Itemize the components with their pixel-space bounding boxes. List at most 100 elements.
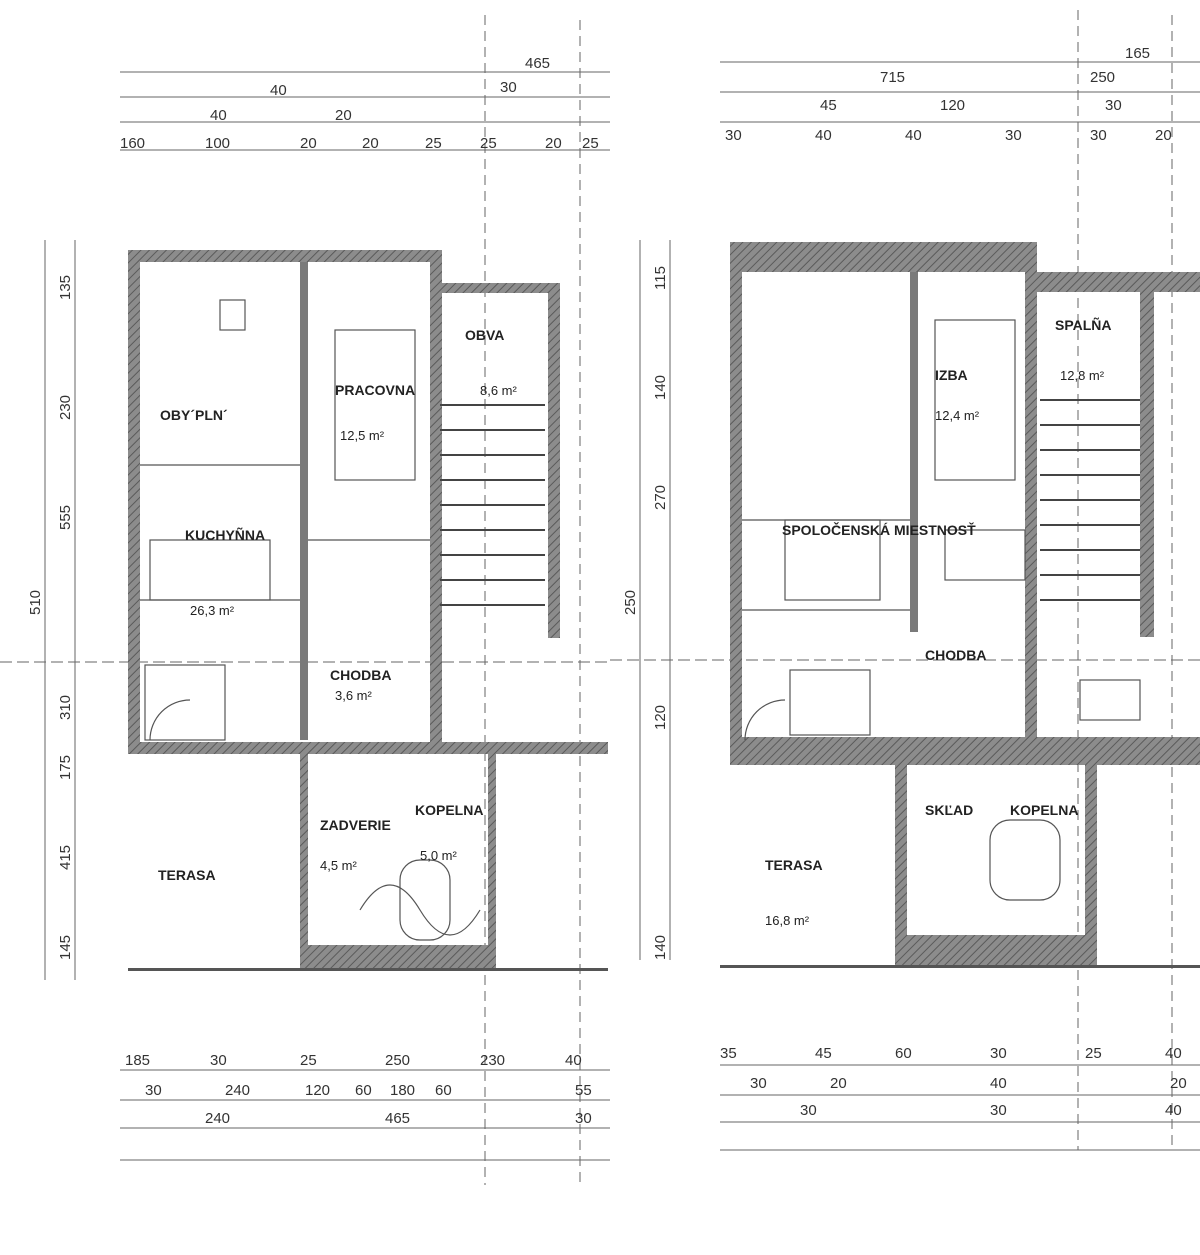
- room-name-chodba: CHODBA: [330, 667, 391, 683]
- left-interior-lines: [140, 299, 481, 941]
- left-side-dimension-lines: [44, 240, 76, 980]
- right-room-labels: IZBA 12,4 m² SPALÑA 12,8 m² SPOLOČENSKÁ …: [765, 316, 1112, 928]
- left-stairs: [440, 404, 545, 606]
- dim-label: 30: [725, 127, 742, 144]
- dim-label: 465: [385, 1110, 410, 1127]
- dim-label: 60: [435, 1082, 452, 1099]
- dim-label: 175: [57, 755, 74, 780]
- dim-label: 40: [815, 127, 832, 144]
- room-name-kopelna: KOPELNA: [415, 802, 483, 818]
- dim-label: 40: [1165, 1045, 1182, 1062]
- dim-label: 120: [305, 1082, 330, 1099]
- dim-label: 60: [895, 1045, 912, 1062]
- dim-label: 25: [480, 135, 497, 152]
- right-stairs: [1040, 399, 1140, 601]
- dim-label: 120: [652, 705, 669, 730]
- dim-label: 250: [1090, 69, 1115, 86]
- dim-label: 55: [575, 1082, 592, 1099]
- room-name-obva: OBVA: [465, 327, 504, 343]
- dim-label: 140: [652, 935, 669, 960]
- dim-label: 250: [385, 1052, 410, 1069]
- dim-label: 160: [120, 135, 145, 152]
- left-walls: [128, 250, 608, 971]
- dim-label: 180: [390, 1082, 415, 1099]
- dim-label: 30: [500, 79, 517, 96]
- right-top-dimension-lines: [610, 10, 1200, 1150]
- right-bottom-dimension-lines: [720, 1064, 1200, 1151]
- dim-label: 465: [525, 55, 550, 72]
- dim-label: 30: [145, 1082, 162, 1099]
- dim-label: 60: [355, 1082, 372, 1099]
- dim-label: 240: [205, 1110, 230, 1127]
- right-floor-plan: 715 250 165 45 120 30 30 40 40 30 30 20 …: [610, 10, 1200, 1151]
- room-name-kopelna: KOPELNA: [1010, 802, 1078, 818]
- dim-label: 715: [880, 69, 905, 86]
- room-name-zadverie: ZADVERIE: [320, 817, 391, 833]
- dim-label: 30: [575, 1110, 592, 1127]
- room-name-spalna: SPALÑA: [1055, 316, 1112, 333]
- dim-label: 185: [125, 1052, 150, 1069]
- dim-label: 25: [582, 135, 599, 152]
- dim-label: 45: [815, 1045, 832, 1062]
- left-top-dimensions: 465 40 30 40 20 160 100 20 20 25 25 20 2…: [120, 55, 599, 152]
- left-top-dimension-lines: [0, 15, 610, 1185]
- dim-label: 240: [225, 1082, 250, 1099]
- dim-label: 230: [57, 395, 74, 420]
- dim-label: 20: [830, 1075, 847, 1092]
- dim-label: 555: [57, 505, 74, 530]
- dim-label: 165: [1125, 45, 1150, 62]
- dim-label: 230: [480, 1052, 505, 1069]
- room-area-kopelna: 5,0 m²: [420, 848, 458, 863]
- room-name-obyvacka: OBY´PLN´: [160, 407, 228, 423]
- dim-label: 145: [57, 935, 74, 960]
- room-name-sklad: SKĽAD: [925, 802, 973, 818]
- dim-label: 270: [652, 485, 669, 510]
- room-area-spalna: 12,8 m²: [1060, 368, 1105, 383]
- left-room-labels: PRACOVNA 12,5 m² OBVA 8,6 m² KUCHYÑNA 26…: [158, 327, 518, 883]
- dim-label: 30: [1005, 127, 1022, 144]
- left-bottom-dimensions: 185 30 25 250 230 40 30 240 120 60 180 6…: [125, 1052, 592, 1127]
- room-name-pracovna: PRACOVNA: [335, 382, 415, 398]
- dim-label: 40: [1165, 1102, 1182, 1119]
- dim-label: 40: [905, 127, 922, 144]
- room-area-izba: 12,4 m²: [935, 408, 980, 423]
- dim-label: 30: [750, 1075, 767, 1092]
- dim-label: 40: [565, 1052, 582, 1069]
- dim-label: 35: [720, 1045, 737, 1062]
- room-area-pracovna: 12,5 m²: [340, 428, 385, 443]
- room-name-chodba: CHODBA: [925, 647, 986, 663]
- right-top-dimensions: 715 250 165 45 120 30 30 40 40 30 30 20: [725, 45, 1172, 144]
- room-area-chodba: 3,6 m²: [335, 688, 373, 703]
- right-side-dimension-lines: [639, 240, 671, 960]
- dim-label: 30: [800, 1102, 817, 1119]
- dim-label: 25: [425, 135, 442, 152]
- dim-label: 30: [1105, 97, 1122, 114]
- dim-label: 20: [300, 135, 317, 152]
- dim-label: 40: [990, 1075, 1007, 1092]
- dim-label: 510: [27, 590, 44, 615]
- dim-label: 25: [300, 1052, 317, 1069]
- left-bottom-dimension-lines: [120, 1069, 610, 1161]
- right-interior-lines: [742, 319, 1141, 901]
- left-side-dimensions: 135 230 555 510 310 175 415 145: [27, 275, 74, 960]
- dim-label: 120: [940, 97, 965, 114]
- dim-label: 45: [820, 97, 837, 114]
- dim-label: 20: [1155, 127, 1172, 144]
- dim-label: 40: [270, 82, 287, 99]
- dim-label: 140: [652, 375, 669, 400]
- right-side-dimensions: 115 140 270 250 120 140: [622, 266, 669, 960]
- dim-label: 20: [362, 135, 379, 152]
- dim-label: 30: [990, 1045, 1007, 1062]
- dim-label: 20: [335, 107, 352, 124]
- dim-label: 20: [1170, 1075, 1187, 1092]
- dim-label: 250: [622, 590, 639, 615]
- dim-label: 40: [210, 107, 227, 124]
- right-bottom-dimensions: 35 45 60 30 25 40 30 20 40 20 30 30 40: [720, 1045, 1187, 1119]
- room-area-terasa: 16,8 m²: [765, 913, 810, 928]
- dim-label: 100: [205, 135, 230, 152]
- room-name-spolocenska-miestnost: SPOLOČENSKÁ MIESTNOSŤ: [782, 521, 976, 538]
- room-area-obva: 8,6 m²: [480, 383, 518, 398]
- left-floor-plan: 465 40 30 40 20 160 100 20 20 25 25 20 2…: [0, 15, 610, 1185]
- room-name-izba: IZBA: [935, 367, 968, 383]
- room-area-kuchyna: 26,3 m²: [190, 603, 235, 618]
